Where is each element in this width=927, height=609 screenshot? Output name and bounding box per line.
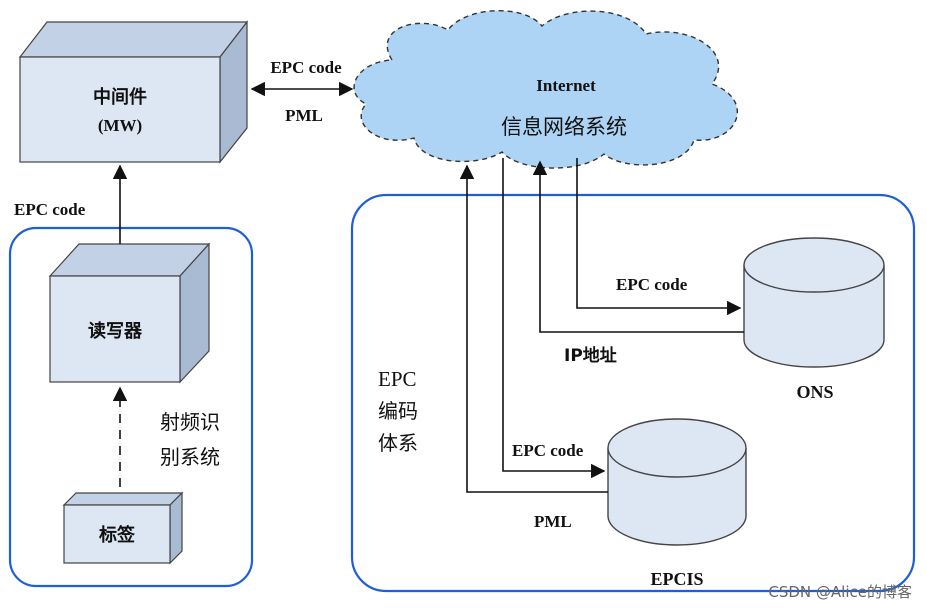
middleware-abbr: (MW) <box>98 116 142 135</box>
reader-middleware-epc-label: EPC code <box>14 200 86 219</box>
internet-to-epcis-arrow <box>502 158 606 479</box>
ons-to-internet-arrow <box>532 160 744 333</box>
rfid-caption-line2: 别系统 <box>160 445 220 469</box>
internet-to-ons-arrow <box>576 158 742 316</box>
reader-box: 读写器 <box>48 242 211 384</box>
epc-coding-system-frame <box>350 193 916 593</box>
watermark: CSDN @Alice的博客 <box>768 583 912 601</box>
epcis-pml-label: PML <box>534 512 572 531</box>
rfid-caption-line1: 射频识 <box>160 410 220 434</box>
ons-label: ONS <box>796 382 833 402</box>
middleware-label: 中间件 <box>93 86 147 108</box>
epcis-to-internet-arrow <box>459 164 608 493</box>
internet-cloud: Internet 信息网络系统 <box>353 9 739 169</box>
epcis-epc-code-label: EPC code <box>512 441 584 460</box>
epcis-label: EPCIS <box>650 569 703 589</box>
epc-caption-line1: EPC <box>378 367 417 391</box>
middleware-internet-epc-label: EPC code <box>270 58 342 77</box>
internet-subtitle: 信息网络系统 <box>501 115 627 139</box>
middleware-box: 中间件 (MW) <box>18 20 249 164</box>
tag-box: 标签 <box>62 491 184 565</box>
middleware-internet-pml-label: PML <box>285 106 323 125</box>
rfid-system-frame <box>8 226 254 588</box>
ons-database: ONS <box>743 237 885 402</box>
reader-label: 读写器 <box>88 320 143 342</box>
internet-title: Internet <box>536 76 596 95</box>
tag-label: 标签 <box>98 524 136 546</box>
ip-address-label: IP地址 <box>564 345 617 366</box>
epcis-database: EPCIS <box>607 418 747 589</box>
ons-epc-code-label: EPC code <box>616 275 688 294</box>
epc-caption-line3: 体系 <box>378 431 418 455</box>
epc-caption-line2: 编码 <box>378 399 418 423</box>
